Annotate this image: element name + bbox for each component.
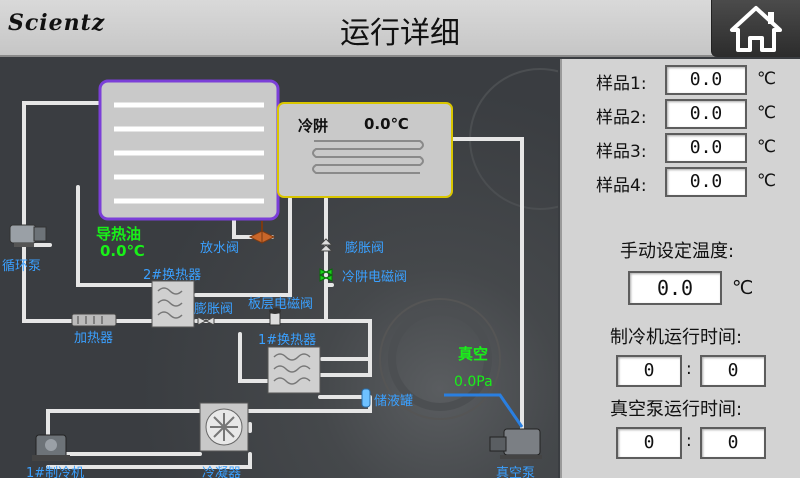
manual-temp-input[interactable]: 0.0 xyxy=(628,271,722,305)
label-vacuum-pump: 真空泵 xyxy=(496,466,536,478)
header-bar: Scientz 运行详细 xyxy=(0,0,800,57)
sample-4-label: 样品4: xyxy=(596,176,647,196)
drain-valve-icon xyxy=(248,221,276,244)
condenser-icon xyxy=(199,402,249,452)
sample-2-unit: ℃ xyxy=(757,103,777,123)
label-shelf-solenoid: 板层电磁阀 xyxy=(248,297,314,312)
process-diagram: 冷阱 0.0℃ 导热油 0.0℃ 真空 0.0Pa 循环泵 2#换热器 放水阀 … xyxy=(0,59,558,478)
receiver-icon xyxy=(361,388,371,408)
status-panel: 样品1: 0.0 ℃ 样品2: 0.0 ℃ 样品3: 0.0 ℃ 样品4: 0.… xyxy=(560,59,800,478)
shelf-solenoid-icon xyxy=(269,308,281,326)
manual-temp-unit: ℃ xyxy=(732,277,754,299)
heater-icon xyxy=(71,313,117,327)
sample-3-unit: ℃ xyxy=(757,137,777,157)
sample-4-unit: ℃ xyxy=(757,171,777,191)
cold-trap-temp: 0.0℃ xyxy=(364,115,409,133)
sample-1-unit: ℃ xyxy=(757,69,777,89)
brand-logo: Scientz xyxy=(8,10,106,36)
label-cold-trap-solenoid: 冷阱电磁阀 xyxy=(342,270,408,285)
cold-trap-solenoid-icon xyxy=(318,268,334,282)
oil-label: 导热油 xyxy=(96,225,142,243)
page-title: 运行详细 xyxy=(340,16,460,51)
sample-3-value: 0.0 xyxy=(665,133,747,163)
label-expansion-valve-top: 膨胀阀 xyxy=(345,241,385,256)
compressor-icon xyxy=(32,434,70,461)
refrig-time-sep: : xyxy=(686,359,692,379)
refrig-time-label: 制冷机运行时间: xyxy=(610,327,743,348)
expansion-valve-mid-icon xyxy=(197,313,215,326)
label-drain-valve: 放水阀 xyxy=(200,241,240,256)
expansion-valve-top-icon xyxy=(318,238,334,252)
home-icon xyxy=(730,6,782,52)
sample-2-value: 0.0 xyxy=(665,99,747,129)
vacuum-time-minutes: 0 xyxy=(700,427,766,459)
pipe-network xyxy=(9,68,558,469)
label-pump: 循环泵 xyxy=(2,259,42,274)
vacuum-time-sep: : xyxy=(686,431,692,451)
oil-temp: 0.0℃ xyxy=(100,242,145,260)
label-heat-exchanger-2: 2#换热器 xyxy=(143,268,202,283)
sample-3-label: 样品3: xyxy=(596,142,647,162)
label-compressor-1: 1#制冷机 xyxy=(26,466,85,478)
manual-temp-label: 手动设定温度: xyxy=(620,241,735,262)
vacuum-label: 真空 xyxy=(458,345,489,363)
oil-tank xyxy=(98,79,280,221)
circulation-pump-icon xyxy=(9,224,47,247)
refrig-time-hours: 0 xyxy=(616,355,682,387)
cold-trap-label: 冷阱 xyxy=(298,117,329,135)
heat-exchanger-2-icon xyxy=(151,280,195,328)
sample-1-value: 0.0 xyxy=(665,65,747,95)
label-heat-exchanger-1: 1#换热器 xyxy=(258,333,317,348)
vacuum-value: 0.0Pa xyxy=(454,374,493,390)
label-condenser: 冷凝器 xyxy=(202,466,242,478)
vacuum-time-label: 真空泵运行时间: xyxy=(610,399,743,420)
sample-1-label: 样品1: xyxy=(596,74,647,94)
label-expansion-valve-mid: 膨胀阀 xyxy=(194,302,234,317)
sample-4-value: 0.0 xyxy=(665,167,747,197)
vacuum-pump-icon xyxy=(489,428,542,459)
label-heater: 加热器 xyxy=(74,331,114,346)
label-receiver: 储液罐 xyxy=(374,394,414,409)
home-button[interactable] xyxy=(711,0,800,57)
sample-2-label: 样品2: xyxy=(596,108,647,128)
vacuum-time-hours: 0 xyxy=(616,427,682,459)
refrig-time-minutes: 0 xyxy=(700,355,766,387)
heat-exchanger-1-icon xyxy=(267,346,321,394)
